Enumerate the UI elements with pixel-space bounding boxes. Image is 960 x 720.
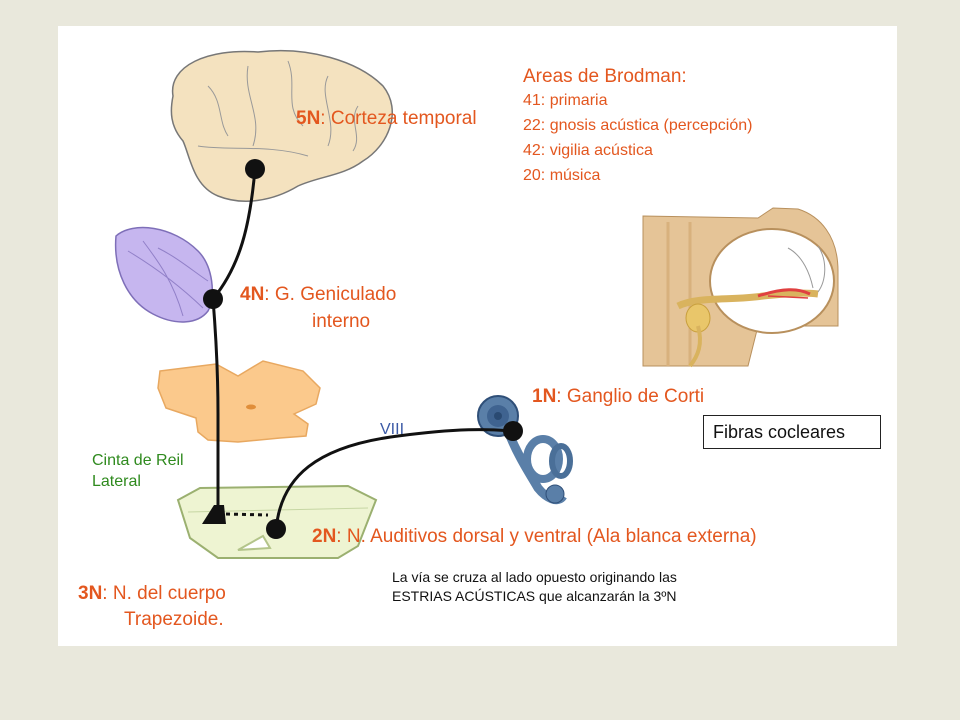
brain-illustration bbox=[170, 49, 393, 202]
label-1n-code: 1N bbox=[532, 386, 557, 407]
slide-canvas: 5N: Corteza temporal Areas de Brodman: 4… bbox=[58, 26, 897, 646]
crossing-note: La vía se cruza al lado opuesto originan… bbox=[392, 568, 677, 606]
crossing-note-line2: ESTRIAS ACÚSTICAS que alcanzarán la 3ºN bbox=[392, 588, 677, 604]
brodman-item: 41: primaria bbox=[523, 92, 608, 109]
label-1n: 1N: Ganglio de Corti bbox=[532, 386, 704, 408]
label-2n-text: : N. Auditivos dorsal y ventral (Ala bla… bbox=[336, 526, 757, 547]
fibras-cocleares-box: Fibras cocleares bbox=[703, 415, 881, 449]
brodman-areas: Areas de Brodman: 41: primaria 22: gnosi… bbox=[523, 66, 752, 188]
crossing-note-line1: La vía se cruza al lado opuesto originan… bbox=[392, 569, 677, 585]
midbrain-section-illustration bbox=[157, 360, 321, 443]
label-5n-text: : Corteza temporal bbox=[320, 108, 477, 129]
label-4n-code: 4N bbox=[240, 284, 265, 305]
pathway-diagram bbox=[114, 49, 839, 559]
label-4n-text: : G. Geniculado bbox=[264, 284, 397, 305]
inner-ear-cross-section-illustration bbox=[642, 207, 839, 368]
label-4n: 4N: G. Geniculado bbox=[240, 284, 396, 306]
cinta-line2: Lateral bbox=[92, 473, 141, 490]
label-cinta-de-reil: Cinta de Reil Lateral bbox=[92, 450, 184, 492]
auditory-pathway bbox=[211, 168, 514, 532]
cochlea-illustration bbox=[477, 395, 573, 505]
label-1n-text: : Ganglio de Corti bbox=[556, 386, 705, 407]
label-3n-code: 3N bbox=[78, 583, 103, 604]
nucleus-1n-marker bbox=[503, 421, 523, 441]
brodman-item: 22: gnosis acústica (percepción) bbox=[523, 117, 753, 134]
label-3n-text: : N. del cuerpo bbox=[102, 583, 226, 604]
label-5n-code: 5N bbox=[296, 108, 321, 129]
brodman-item: 42: vigilia acústica bbox=[523, 142, 653, 159]
medial-geniculate-illustration bbox=[114, 226, 214, 323]
nucleus-2n-marker bbox=[266, 519, 286, 539]
brodman-title: Areas de Brodman: bbox=[523, 66, 687, 87]
label-2n: 2N: N. Auditivos dorsal y ventral (Ala b… bbox=[312, 526, 757, 548]
label-3n-line2: Trapezoide. bbox=[124, 609, 224, 630]
label-3n: 3N: N. del cuerpo bbox=[78, 583, 226, 605]
label-5n: 5N: Corteza temporal bbox=[296, 108, 477, 130]
nucleus-3n-marker bbox=[202, 505, 226, 524]
nucleus-5n-marker bbox=[245, 159, 265, 179]
label-2n-code: 2N bbox=[312, 526, 337, 547]
brodman-item: 20: música bbox=[523, 167, 601, 184]
label-4n-line2: interno bbox=[312, 311, 371, 332]
cinta-line1: Cinta de Reil bbox=[92, 452, 184, 469]
label-viii: VIII bbox=[380, 421, 405, 438]
nucleus-4n-marker bbox=[203, 289, 223, 309]
